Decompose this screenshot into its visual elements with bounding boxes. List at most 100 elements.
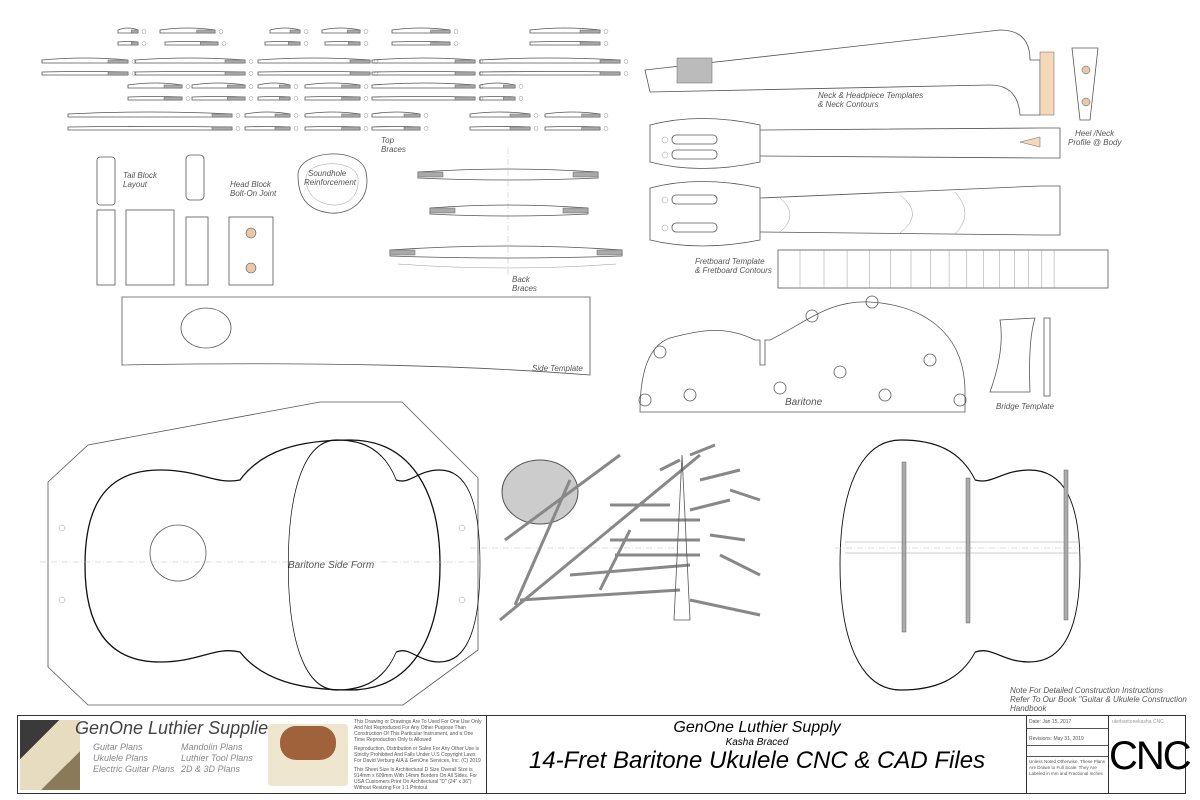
brace-strip-end [599, 71, 621, 76]
brace-strip-end [579, 41, 601, 46]
brace-strip-end [196, 29, 216, 34]
brace-strip-end [200, 41, 219, 46]
brace-strip-end [107, 71, 129, 76]
brace-strip-end [347, 29, 361, 34]
legal-paragraph: This Drawing or Drawings Are To Used For… [354, 719, 482, 743]
tuner-slot [671, 134, 718, 145]
bridge-template [989, 317, 1036, 393]
top-brace [513, 479, 572, 606]
note-line-1: Note For Detailed Construction Instructi… [1010, 686, 1163, 695]
legal-text: This Drawing or Drawings Are To Used For… [354, 719, 484, 791]
side-form [47, 401, 479, 706]
top-brace [729, 488, 761, 502]
part-number-bubble [235, 126, 241, 131]
part-number-bubble [603, 41, 609, 46]
top-brace [499, 453, 701, 622]
part-number-bubble [373, 71, 379, 76]
brace-strip-end [581, 126, 601, 131]
back-braces [389, 148, 623, 275]
brand-photo-right [268, 724, 348, 786]
tuner-hole [661, 136, 669, 144]
back-braces-label-2: Braces [512, 284, 537, 293]
brace-strip-end [403, 126, 421, 131]
brace-strip-end [341, 96, 361, 101]
brace-strip-end [349, 71, 371, 76]
brace-strip-end [348, 41, 361, 46]
brace-strip [479, 71, 621, 76]
subtitle: Kasha Braced [725, 737, 789, 748]
part-number-bubble [131, 59, 137, 64]
top-brace [709, 533, 746, 542]
brace-strip-end [454, 59, 476, 64]
tuner-slot [671, 149, 718, 160]
part-number-bubble [185, 84, 191, 89]
part-number-bubble [248, 84, 254, 89]
clamp-hole [865, 295, 879, 309]
file-name: ukebaritonekasha CNC [1112, 719, 1164, 725]
bridge-label: Bridge Template [996, 402, 1055, 411]
part-number-bubble [533, 126, 539, 131]
brace-strip-end [509, 113, 531, 118]
brace-strip-end [599, 59, 621, 64]
top-brace [689, 498, 731, 512]
part-number-bubble [363, 126, 369, 131]
top-brace [659, 458, 681, 472]
part-number-bubble [623, 59, 629, 64]
brand-block: GenOne Luthier Supplies Guitar Plans Uku… [18, 716, 351, 793]
center-brace [673, 454, 691, 621]
part-number-bubble [478, 71, 484, 76]
plan-type: Luthier Tool Plans [181, 753, 253, 763]
part-number-bubble [363, 113, 369, 118]
clamp-hole [773, 381, 787, 395]
part-number-bubble [218, 29, 224, 34]
date-block: Date: Jan 15, 2017 Revisions: May 31, 20… [1026, 716, 1109, 793]
part-number-bubble [363, 84, 369, 89]
part-number-bubble [623, 71, 629, 76]
part-number-bubble [303, 29, 309, 34]
brand-name: GenOne Luthier Supplies [75, 718, 278, 738]
brace-strip-end [341, 84, 361, 89]
fretboard-label: Fretboard Template [695, 257, 765, 266]
brace-strip-end [163, 96, 183, 101]
brand-photo-left [20, 720, 80, 790]
brace-strip-end [503, 84, 516, 89]
part-number-bubble [293, 84, 299, 89]
part-number-bubble [248, 59, 254, 64]
sheet-title: 14-Fret Baritone Ukulele CNC & CAD Files [528, 747, 986, 774]
soundhole-label-2: Reinforcement [304, 178, 357, 187]
plan-type: Mandolin Plans [181, 742, 243, 752]
tail-block-label: Tail Block [123, 171, 158, 180]
part-number-bubble [603, 29, 609, 34]
part-number-bubble [363, 29, 369, 34]
part-number-bubble [131, 71, 137, 76]
brace-strip-end [503, 96, 516, 101]
plan-type: Ukulele Plans [93, 753, 149, 763]
brace-strip [67, 126, 233, 131]
brace-strip-end [131, 29, 139, 34]
soundhole-label: Soundhole [308, 169, 347, 178]
title-area: GenOne Luthier Supply Kasha Braced 14-Fr… [486, 716, 1027, 793]
tuner-slot [671, 222, 718, 233]
tail-block-label-2: Layout [123, 180, 148, 189]
brace-strip-end [163, 84, 183, 89]
side-template-label: Side Template [532, 364, 583, 373]
brace-strip-end [274, 113, 291, 118]
part-number-bubble [453, 29, 459, 34]
heel-label: Heel /Neck [1075, 129, 1115, 138]
brace-strip-end [341, 113, 361, 118]
part-number-bubble [363, 96, 369, 101]
part-number-bubble [518, 84, 524, 89]
top-brace [689, 443, 716, 457]
plan-type: Electric Guitar Plans [93, 764, 175, 774]
head-block-label-2: Bolt-On Joint [230, 189, 277, 198]
clamp-hole [923, 353, 937, 367]
sheet-code: CNC [1109, 734, 1192, 778]
clamp-hole [953, 393, 967, 407]
soundhole-reinforcement [297, 153, 368, 214]
top-brace [519, 588, 681, 602]
company-name: GenOne Luthier Supply [673, 719, 841, 736]
note-line-2: Refer To Our Book "Guitar & Ukulele Cons… [1010, 695, 1187, 704]
tuner-hole [661, 196, 669, 204]
date: Date: Jan 15, 2017 [1027, 716, 1109, 729]
